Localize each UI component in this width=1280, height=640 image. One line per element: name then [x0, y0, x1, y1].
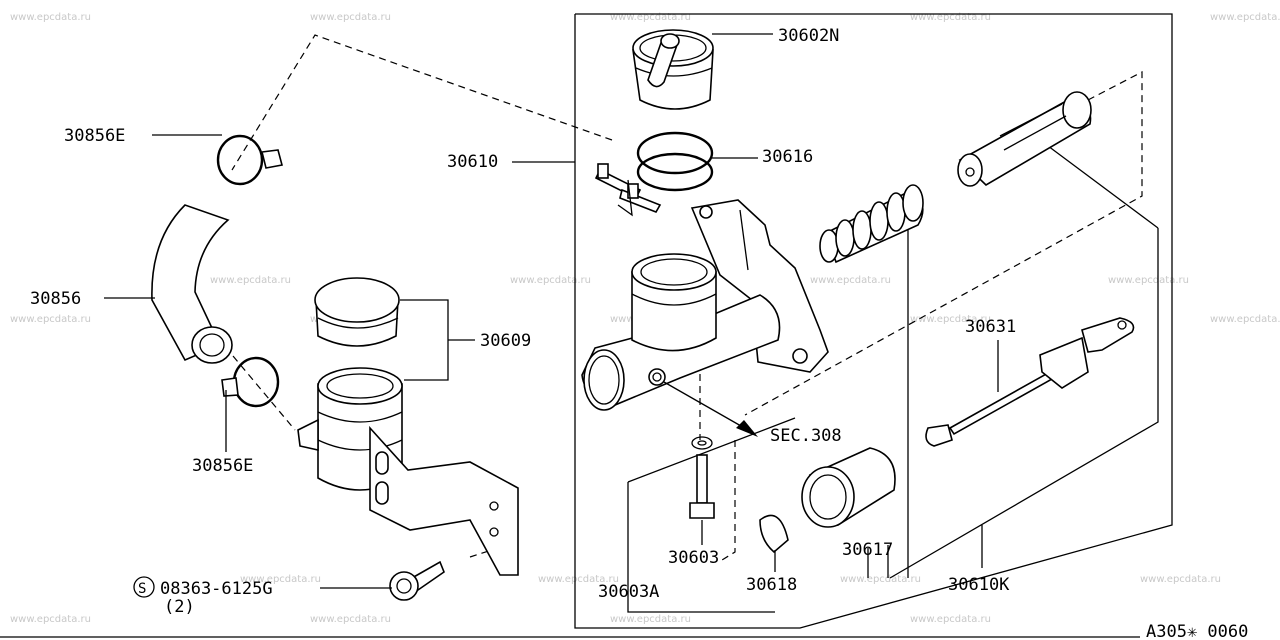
label-30617: 30617	[842, 540, 893, 560]
label-30616: 30616	[762, 147, 813, 167]
label-30609: 30609	[480, 331, 531, 351]
watermark: www.epcdata.ru	[510, 275, 591, 286]
piston-assembly	[957, 91, 1092, 187]
assembly-frame	[574, 13, 1173, 629]
hose-clamp-bottom	[221, 356, 280, 408]
diagram-code: A305✳ 0060	[1146, 622, 1248, 640]
label-30610: 30610	[447, 152, 498, 172]
mounting-bolts	[594, 163, 662, 217]
label-30603A: 30603A	[598, 582, 659, 602]
label-bolt-code: 08363-6125G	[160, 579, 273, 599]
guide-lines	[231, 34, 1143, 561]
label-30856E-top: 30856E	[64, 126, 125, 146]
leader-lines	[104, 33, 999, 589]
watermark: www.epcdata.ru	[1108, 275, 1189, 286]
part-labels: 30602N 30616 30610 30856E 30856 30609 30…	[30, 26, 1016, 602]
label-30618: 30618	[746, 575, 797, 595]
label-30602N: 30602N	[778, 26, 839, 46]
watermark: www.epcdata.ru	[840, 574, 921, 585]
watermark: www.epcdata.ru	[1210, 12, 1280, 23]
watermark: www.epcdata.ru	[910, 314, 991, 325]
watermark: www.epcdata.ru	[610, 12, 691, 23]
reservoir-cap-part	[632, 29, 714, 110]
watermark: www.epcdata.ru	[240, 574, 321, 585]
watermark: www.epcdata.ru	[310, 614, 391, 625]
label-30856: 30856	[30, 289, 81, 309]
watermark: www.epcdata.ru	[10, 12, 91, 23]
label-bolt-qty: (2)	[164, 597, 195, 617]
section-arrow	[663, 381, 758, 437]
master-cylinder-body	[581, 199, 829, 411]
watermark: www.epcdata.ru	[810, 275, 891, 286]
watermark: www.epcdata.ru	[10, 614, 91, 625]
watermark: www.epcdata.ru	[610, 614, 691, 625]
bushing-part	[801, 447, 896, 528]
flange-bolt-part	[389, 560, 445, 601]
watermark: www.epcdata.ru	[910, 614, 991, 625]
watermark: www.epcdata.ru	[910, 12, 991, 23]
watermarks: www.epcdata.ru www.epcdata.ru www.epcdat…	[10, 12, 1280, 625]
label-30603: 30603	[668, 548, 719, 568]
seal-ring-part	[636, 131, 714, 192]
hose-clamp-top	[216, 134, 283, 186]
watermark: www.epcdata.ru	[1210, 314, 1280, 325]
hose-part	[151, 204, 233, 364]
label-30610K: 30610K	[948, 575, 1010, 595]
bolt-callout: S 08363-6125G (2)	[133, 576, 273, 617]
watermark: www.epcdata.ru	[1140, 574, 1221, 585]
watermark: www.epcdata.ru	[538, 574, 619, 585]
push-rod-boot	[819, 184, 924, 264]
push-rod-part	[925, 317, 1135, 447]
watermark: www.epcdata.ru	[10, 314, 91, 325]
watermark: www.epcdata.ru	[210, 275, 291, 286]
reservoir-bolt-part	[689, 436, 715, 519]
clip-part	[759, 514, 789, 554]
label-30631: 30631	[965, 317, 1016, 337]
label-sec308: SEC.308	[770, 426, 842, 446]
label-30856E-bottom: 30856E	[192, 456, 253, 476]
bolt-symbol: S	[138, 581, 146, 597]
watermark: www.epcdata.ru	[310, 12, 391, 23]
reservoir-part	[297, 277, 519, 576]
